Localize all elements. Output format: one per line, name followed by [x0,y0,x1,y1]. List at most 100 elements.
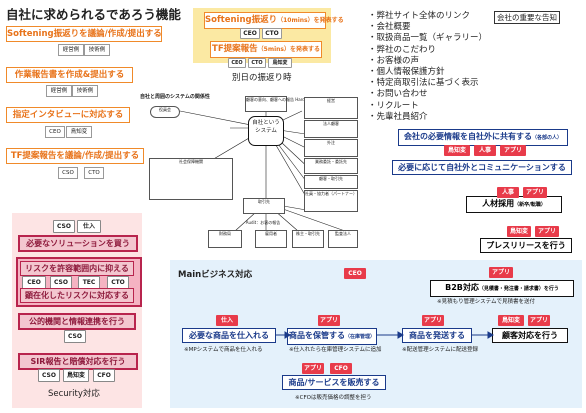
left-item-softening[interactable]: Softening振返りを議論/作成/提出する [6,26,162,42]
site-links: 弊社サイト全体のリンク 会社概要 取扱商品一覧（ギャラリー） 弊社のこだわり お… [368,11,488,123]
tag-jinji: 人事 [474,145,496,156]
link-item[interactable]: 取扱商品一覧（ギャラリー） [368,33,488,44]
notice-label: 会社の重要な告知 [494,11,560,24]
tag-app: アプリ [523,187,547,198]
diagram-node-corporate: 法人顧客 [304,120,358,138]
tag-jinji: 人事 [497,187,519,198]
tag-app: アプリ [422,315,444,326]
link-item[interactable]: 弊社のこだわり [368,45,487,56]
link-item[interactable]: お問い合わせ [368,89,487,100]
tag-keiei: 経営側 [58,44,84,56]
link-item[interactable]: 先輩社員紹介 [368,112,487,123]
tag-chichihen: 鳥知変 [268,58,292,68]
tag-gijutsu: 技術側 [72,85,98,97]
main-flow-arrows [276,331,494,339]
tag-app: アプリ [528,315,550,326]
tag-keiei: 経営側 [46,85,72,97]
b2b-note: ※見積もり管理システムで見積書を送付 [437,299,535,305]
left-item-interview[interactable]: 指定インタビューに対応する [6,107,130,123]
diagram-node-client: 顧客・取引先 [304,175,358,189]
link-item[interactable]: 弊社サイト全体のリンク [368,11,487,22]
tag-shiire: 仕入 [77,220,101,233]
hiring-suffix: （新卒/転職） [514,202,546,208]
tag-cso: CSO [53,220,75,233]
diagram-node-employer: 雇用者 [255,230,287,248]
tag-ceo: CEO [344,268,366,279]
security-buy-solution[interactable]: 必要なソリューションを買う [18,235,138,252]
tag-cso: CSO [64,330,86,343]
tag-chichihen: 鳥知変 [66,126,92,138]
left-item-tf-report[interactable]: TF提案報告を議論/作成/提出する [6,148,144,164]
diagram-node-finance: 財務局 [208,230,242,248]
retro-caption: 別日の振返り時 [232,73,292,83]
tag-cfo: CFO [93,369,115,382]
communicate-box[interactable]: 必要に応じて自社外とコミュニケーションする [392,160,572,175]
buy-goods-box[interactable]: 必要な商品を仕入れる [182,328,276,343]
tag-chichihen: 鳥知変 [444,145,470,156]
left-item-work-report[interactable]: 作業報告書を作成&提出する [6,67,133,83]
diagram-node-partner: 社員・協力者（パートナー） [304,190,358,212]
press-release-box[interactable]: プレスリリースを行う [480,238,572,253]
ship-goods-note: ※配送管理システムに配送登録 [402,347,478,353]
retro-softening-suffix: （10mins）を発表する [277,17,344,24]
page-title: 自社に求められるであろう機能 [6,7,181,22]
security-risk-contain[interactable]: リスクを許容範囲内に抑える [20,261,134,276]
customer-support-box[interactable]: 顧客対応を行う [492,328,568,343]
tag-cto: CTO [262,28,282,39]
main-title: Mainビジネス対応 [178,270,253,280]
diagram-node-shareholder: 株主・取引先 [292,230,324,248]
b2b-label: B2B対応 [445,283,479,292]
store-goods-note: ※仕入れたら在庫管理システムに追加 [289,347,382,353]
diagram-node-audit: Audit：お客の報告 [245,220,281,225]
diagram-node-outsource: 外注 [304,139,358,157]
security-public-sync[interactable]: 公的機関と情報連携を行う [18,313,136,330]
diagram-node-contract: 業務委託・委託先 [304,158,358,174]
security-sir-report[interactable]: SIR報告と賠償対応を行う [18,353,138,370]
tag-cso: CSO [58,167,78,179]
diagram-center-node: 自社という システム [248,116,284,146]
retro-tf-suffix: （5mins）を発表する [257,46,320,53]
tag-ceo: CEO [45,126,65,138]
tag-chichihen: 鳥知変 [507,226,531,237]
security-risk-respond[interactable]: 顕在化したリスクに対応する [20,288,134,303]
tag-gijutsu: 技術側 [84,44,110,56]
buy-goods-note: ※MPシステムで商品を仕入れる [184,347,263,353]
diagram-node-vendor: 取引先 [243,198,285,214]
tag-ceo: CEO [240,28,260,39]
diagram-node-board: 役員会 [150,106,180,118]
tag-app: アプリ [302,363,324,374]
retro-tf-label: TF提案報告 [212,44,258,54]
tag-cto: CTO [84,167,104,179]
hiring-box[interactable]: 人材採用（新卒/転職） [466,196,562,213]
tag-shiire: 仕入 [216,315,238,326]
tag-cto: CTO [248,58,266,68]
retro-softening-label: Softening振返り [205,15,278,25]
retro-softening[interactable]: Softening振返り（10mins）を発表する [204,12,344,29]
tag-cfo: CFO [330,363,352,374]
b2b-box[interactable]: B2B対応（見積書・発注書・請求書）を行う [430,280,574,297]
share-info-box[interactable]: 会社の必要情報を自社外に共有する（各部の人） [398,129,568,146]
sell-box[interactable]: 商品/サービスを販売する [282,375,386,390]
link-item[interactable]: リクルート [368,101,487,112]
tag-chichihen: 鳥知変 [63,369,89,382]
retro-tf[interactable]: TF提案報告（5mins）を発表する [210,41,322,58]
link-item[interactable]: 個人情報保護方針 [368,67,487,78]
diagram-node-management: 経営 [304,97,358,119]
store-goods-label: 商品を保管する [288,331,345,340]
link-item[interactable]: お客様の声 [368,56,487,67]
tag-app: アプリ [318,315,340,326]
tag-ceo: CEO [228,58,246,68]
link-item[interactable]: 会社概要 [368,22,487,33]
diagram-title: 自社と周囲のシステムの関係性 [140,94,210,100]
sell-note: ※CFOは販売価格の調整を担う [295,395,372,401]
b2b-suffix: （見積書・発注書・請求書）を行う [478,286,559,292]
security-caption: Security対応 [48,389,100,399]
hiring-label: 人材採用 [482,199,515,208]
tag-app: アプリ [535,226,559,237]
share-info-label: 会社の必要情報を自社外に共有する [403,132,532,141]
tag-chichihen: 鳥知変 [498,315,524,326]
link-item[interactable]: 特定商取引法に基づく表示 [368,78,487,89]
diagram-node-social: 社会保障機関 [149,158,233,200]
diagram-node-customer-report: 顧客の意向、顧客への報告 Hardening報告 [245,96,324,112]
store-goods-suffix: （在庫管理） [344,334,375,340]
